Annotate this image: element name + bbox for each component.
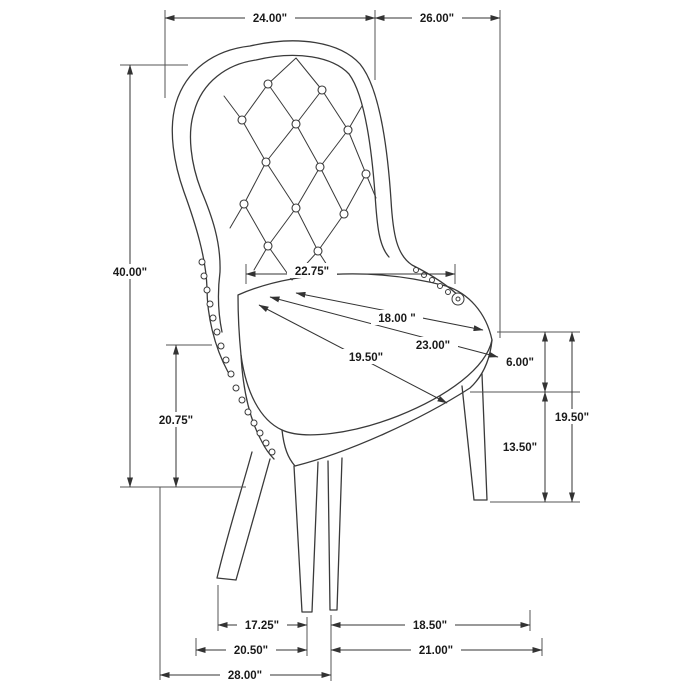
dim-label-seat-diagonal-3: 19.50" (341, 349, 391, 364)
dim-label-top-span-left: 24.00" (245, 10, 295, 25)
dim-text-bottom-row1-right: 18.50" (413, 620, 447, 632)
dim-text-left-vertical-outer: 40.00" (113, 267, 147, 279)
dim-text-top-span-right: 26.00" (420, 13, 454, 25)
chair-drawing (171, 40, 493, 613)
dim-label-bottom-row3: 28.00" (220, 667, 270, 682)
chair-back-outer-outline (171, 40, 463, 373)
seat-outline (237, 273, 493, 436)
dim-label-right-vertical-bottom: 13.50" (497, 439, 543, 454)
dim-label-top-span-right: 26.00" (412, 10, 462, 25)
dim-label-bottom-row1-left: 17.25" (237, 617, 287, 632)
dim-label-seat-back-horizontal: 22.75" (287, 263, 337, 278)
dim-text-left-vertical-inner: 20.75" (159, 415, 193, 427)
dim-text-bottom-row2-left: 20.50" (234, 645, 268, 657)
dim-line-seat-diag-2 (269, 296, 499, 358)
dim-label-seat-diagonal-2: 23.00" (408, 337, 458, 352)
dim-text-seat-diagonal-3: 19.50" (349, 352, 383, 364)
dim-text-bottom-row2-right: 21.00" (419, 645, 453, 657)
dim-text-seat-diagonal-2: 23.00" (416, 340, 450, 352)
tufting-lattice (223, 57, 377, 281)
nailhead-trim-left (198, 258, 276, 456)
dim-text-right-vertical-outer: 19.50" (555, 412, 589, 424)
dim-text-bottom-row1-left: 17.25" (245, 620, 279, 632)
chair-back-inner-outline (189, 54, 390, 333)
tufting-buttons (237, 79, 371, 256)
dim-label-bottom-row2-left: 20.50" (226, 642, 276, 657)
dim-label-seat-diagonal-1: 18.00 " (371, 310, 423, 325)
chair-legs (216, 373, 488, 613)
dim-label-left-vertical-inner: 20.75" (151, 412, 201, 427)
nailhead-trim-right-arm (413, 267, 465, 306)
dim-label-right-vertical-top: 6.00" (499, 354, 541, 369)
dim-text-bottom-row3: 28.00" (228, 670, 262, 682)
dimension-lines (127, 15, 575, 678)
dim-label-bottom-row2-right: 21.00" (411, 642, 461, 657)
dim-label-left-vertical-outer: 40.00" (105, 264, 155, 279)
dim-label-bottom-row1-right: 18.50" (405, 617, 455, 632)
dim-text-seat-back-horizontal: 22.75" (295, 266, 329, 278)
extension-lines (120, 10, 580, 681)
dim-text-seat-diagonal-1: 18.00 " (378, 313, 415, 325)
dim-text-right-vertical-top: 6.00" (506, 357, 534, 369)
dim-text-right-vertical-bottom: 13.50" (503, 442, 537, 454)
dim-label-right-vertical-outer: 19.50" (547, 409, 597, 424)
dim-text-top-span-left: 24.00" (253, 13, 287, 25)
